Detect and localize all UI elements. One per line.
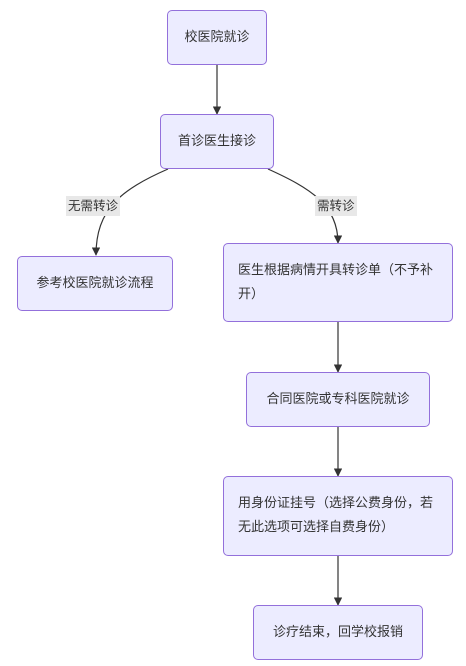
node-label: 用身份证挂号（选择公费身份，若无此选项可选择自费身份） — [238, 496, 434, 535]
node-first-visit-doctor: 首诊医生接诊 — [160, 114, 274, 169]
node-label: 医生根据病情开具转诊单（不予补开） — [238, 262, 434, 302]
node-contract-hospital-visit: 合同医院或专科医院就诊 — [246, 372, 430, 427]
node-label: 诊疗结束，回学校报销 — [272, 624, 403, 640]
edge-label-need-referral: 需转诊 — [315, 196, 357, 216]
node-campus-clinic-process: 参考校医院就诊流程 — [17, 256, 173, 311]
node-label: 参考校医院就诊流程 — [36, 275, 154, 291]
node-label: 合同医院或专科医院就诊 — [266, 391, 410, 407]
node-label: 首诊医生接诊 — [177, 133, 256, 149]
edge-label-no-referral: 无需转诊 — [66, 196, 121, 216]
node-reimbursement: 诊疗结束，回学校报销 — [253, 605, 423, 660]
node-referral-form: 医生根据病情开具转诊单（不予补开） — [223, 243, 453, 322]
node-campus-clinic-visit: 校医院就诊 — [167, 10, 267, 65]
node-id-registration: 用身份证挂号（选择公费身份，若无此选项可选择自费身份） — [223, 476, 453, 556]
node-label: 校医院就诊 — [184, 29, 250, 45]
